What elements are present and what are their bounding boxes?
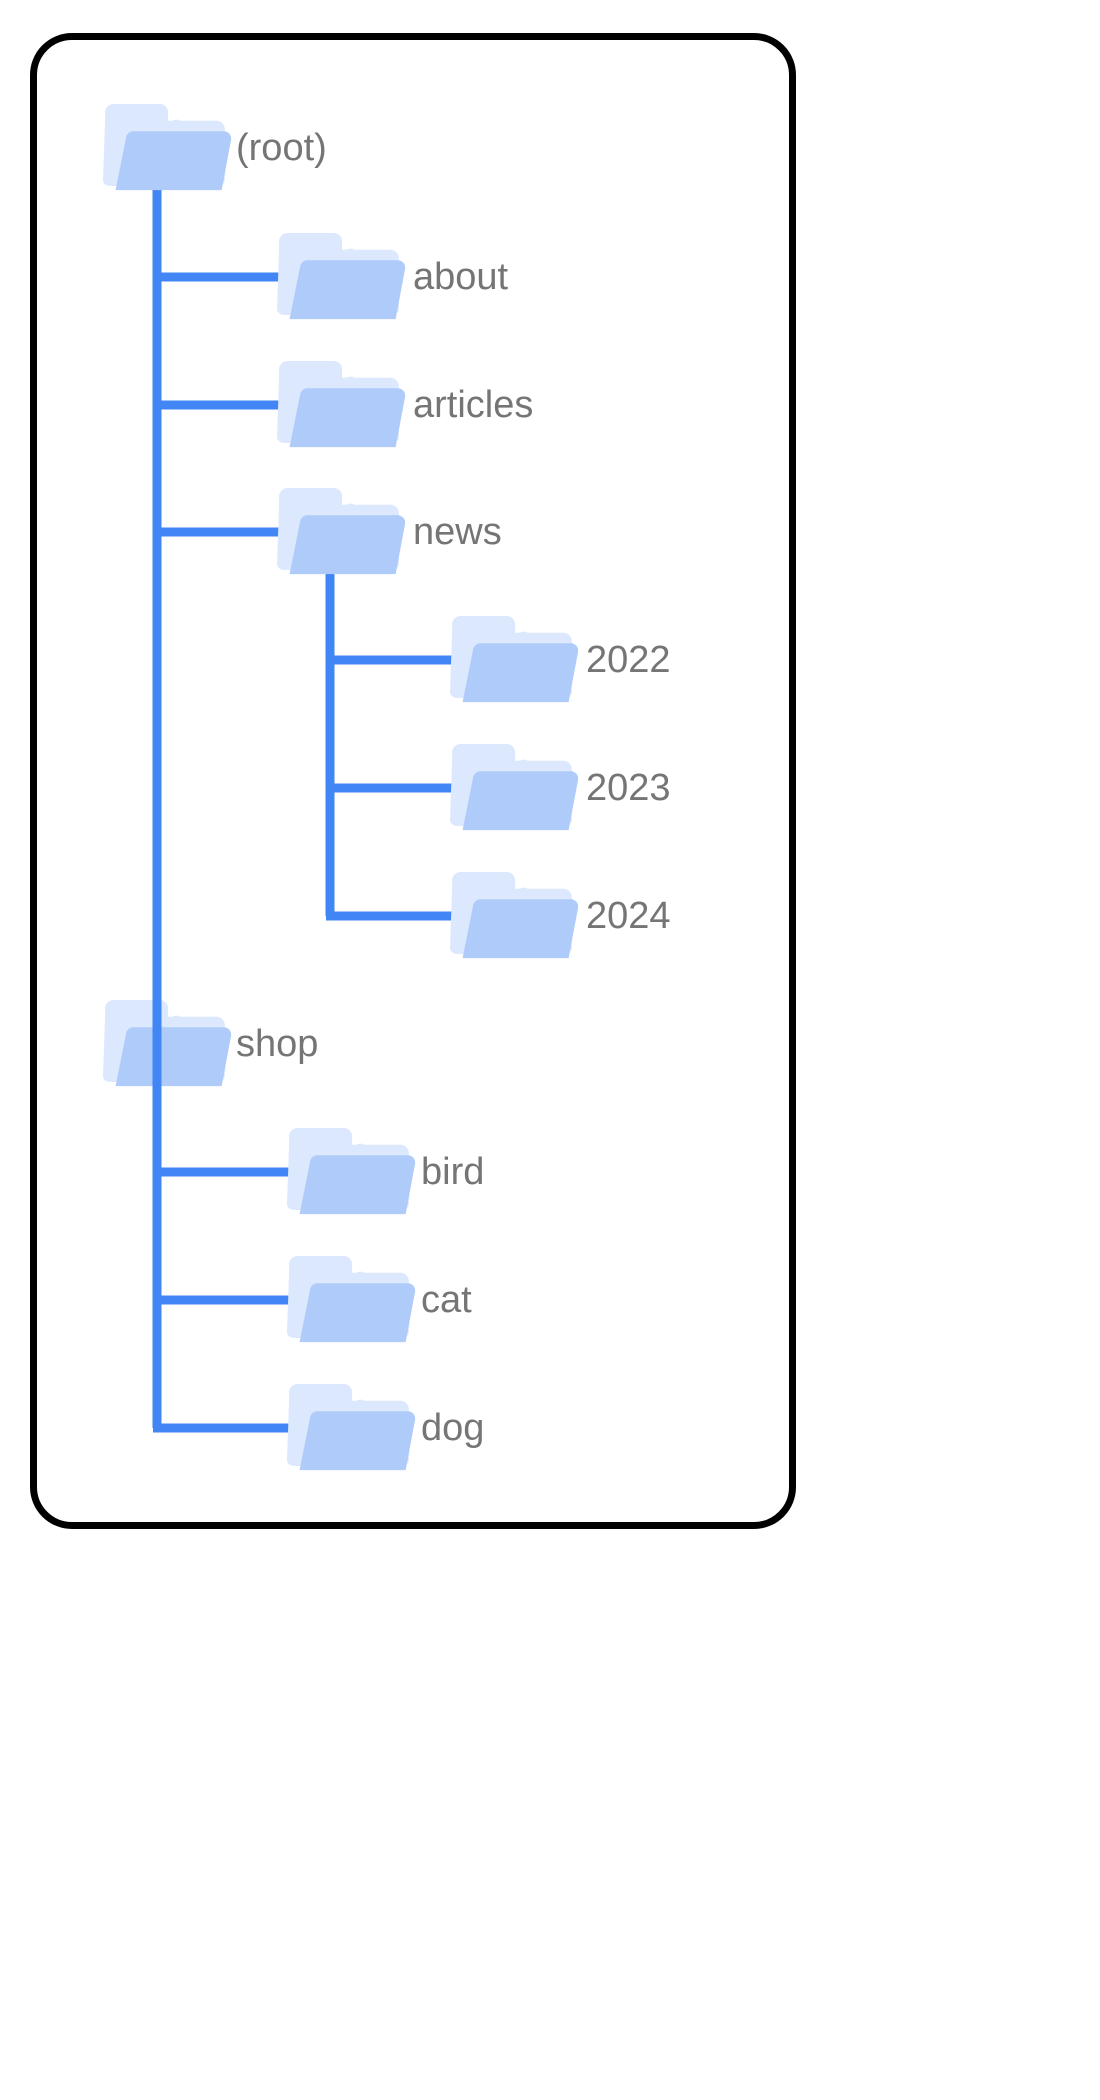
folder-icon[interactable] (287, 1384, 416, 1471)
node-label-2023: 2023 (586, 767, 671, 809)
folder-icon[interactable] (277, 488, 406, 575)
folder-icon[interactable] (450, 872, 579, 959)
node-label-bird: bird (421, 1151, 484, 1193)
node-label-about: about (413, 256, 509, 298)
node-label-2024: 2024 (586, 895, 671, 937)
node-label-root: (root) (236, 127, 327, 169)
folder-icon[interactable] (277, 233, 406, 320)
node-label-dog: dog (421, 1407, 484, 1449)
folder-icon[interactable] (450, 744, 579, 831)
folder-icon[interactable] (450, 616, 579, 703)
node-label-articles: articles (413, 384, 533, 426)
folder-icon[interactable] (287, 1128, 416, 1215)
node-label-2022: 2022 (586, 639, 671, 681)
node-label-cat: cat (421, 1279, 472, 1321)
tree-node-root[interactable]: (root) (103, 104, 327, 191)
node-label-shop: shop (236, 1023, 318, 1065)
tree-node-bird[interactable]: bird (287, 1128, 484, 1215)
tree-node-news[interactable]: news (277, 488, 502, 575)
tree-node-shop[interactable]: shop (103, 1000, 318, 1087)
tree-node-2024[interactable]: 2024 (450, 872, 671, 959)
folder-icon[interactable] (277, 361, 406, 448)
tree-node-about[interactable]: about (277, 233, 509, 320)
node-label-news: news (413, 511, 502, 553)
folder-icon[interactable] (103, 1000, 232, 1087)
tree-node-2023[interactable]: 2023 (450, 744, 671, 831)
tree-node-articles[interactable]: articles (277, 361, 533, 448)
tree-node-2022[interactable]: 2022 (450, 616, 671, 703)
folder-icon[interactable] (103, 104, 232, 191)
folder-icon[interactable] (287, 1256, 416, 1343)
tree-node-dog[interactable]: dog (287, 1384, 484, 1471)
tree-node-cat[interactable]: cat (287, 1256, 472, 1343)
